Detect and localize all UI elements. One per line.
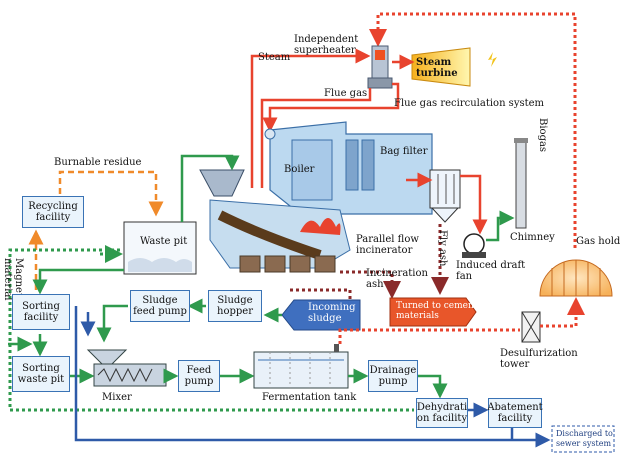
steam-label: Steam: [258, 52, 291, 63]
induced-draft-fan-label: Induced draft fan: [456, 260, 526, 282]
boiler-building: [264, 121, 433, 215]
fermentation-tank-label: Fermentation tank: [262, 392, 357, 403]
bag-filter-label: Bag filter: [380, 146, 428, 157]
dehydration-facility-box: Dehydrati on facility: [416, 398, 468, 428]
flue-gas-label: Flue gas: [324, 88, 368, 99]
burnable-residue-label: Burnable residue: [54, 157, 142, 168]
boiler-label: Boiler: [284, 164, 315, 175]
independent-superheater-label: Independent superheater: [294, 34, 359, 56]
chimney: [514, 138, 528, 229]
waste-hopper: [199, 169, 245, 197]
superheater: [367, 45, 393, 89]
incinerator: [209, 199, 351, 273]
bag-filter: [429, 169, 461, 223]
induced-draft-fan: [462, 233, 486, 258]
incoming-sludge-box: [281, 299, 361, 331]
gas-holder: [539, 259, 613, 297]
drainage-pump-box: Drainage pump: [368, 360, 418, 392]
fermentation-tank-graphic: [253, 344, 349, 389]
desulfurization-tower: [521, 311, 541, 343]
cement-materials-box: [389, 297, 477, 327]
mixer-label: Mixer: [102, 392, 132, 403]
sludge-hopper-box: Sludge hopper: [208, 290, 262, 322]
biogas-label: Biogas: [537, 118, 548, 153]
flue-gas-recirculation-label: Flue gas recirculation system: [394, 98, 545, 109]
cement-materials-label: Turned to cement materials: [396, 301, 478, 321]
waste-pit: [123, 221, 197, 275]
parallel-flow-incinerator-label: Parallel flow incinerator: [356, 234, 419, 256]
desulfurization-tower-label: Desulfurization tower: [500, 348, 578, 370]
abatement-facility-box: Abatement facility: [487, 398, 543, 428]
incineration-ash-label: Incineration ash: [366, 268, 428, 290]
steam-turbine: [411, 47, 497, 87]
waste-pit-label: Waste pit: [140, 236, 188, 247]
sludge-feed-pump-box: Sludge feed pump: [130, 290, 190, 322]
chimney-label: Chimney: [510, 232, 555, 243]
sorting-facility-box: Sorting facility: [12, 294, 70, 330]
sewer-label: Discharged to sewer system: [556, 429, 613, 448]
feed-pump-box: Feed pump: [178, 360, 220, 392]
biogas-line: [369, 12, 577, 248]
incoming-sludge-label: Incoming sludge: [308, 302, 356, 324]
fly-ash-label: Fly ash: [437, 230, 448, 267]
sewer-box: [551, 425, 615, 453]
mixer-graphic: [86, 349, 167, 387]
steam-turbine-label: Steam turbine: [416, 57, 458, 79]
recycling-facility-box: Recycling facility: [22, 196, 84, 228]
gas-holder-label: Gas holder: [576, 236, 620, 247]
sorting-waste-pit-box: Sorting waste pit: [12, 356, 70, 392]
